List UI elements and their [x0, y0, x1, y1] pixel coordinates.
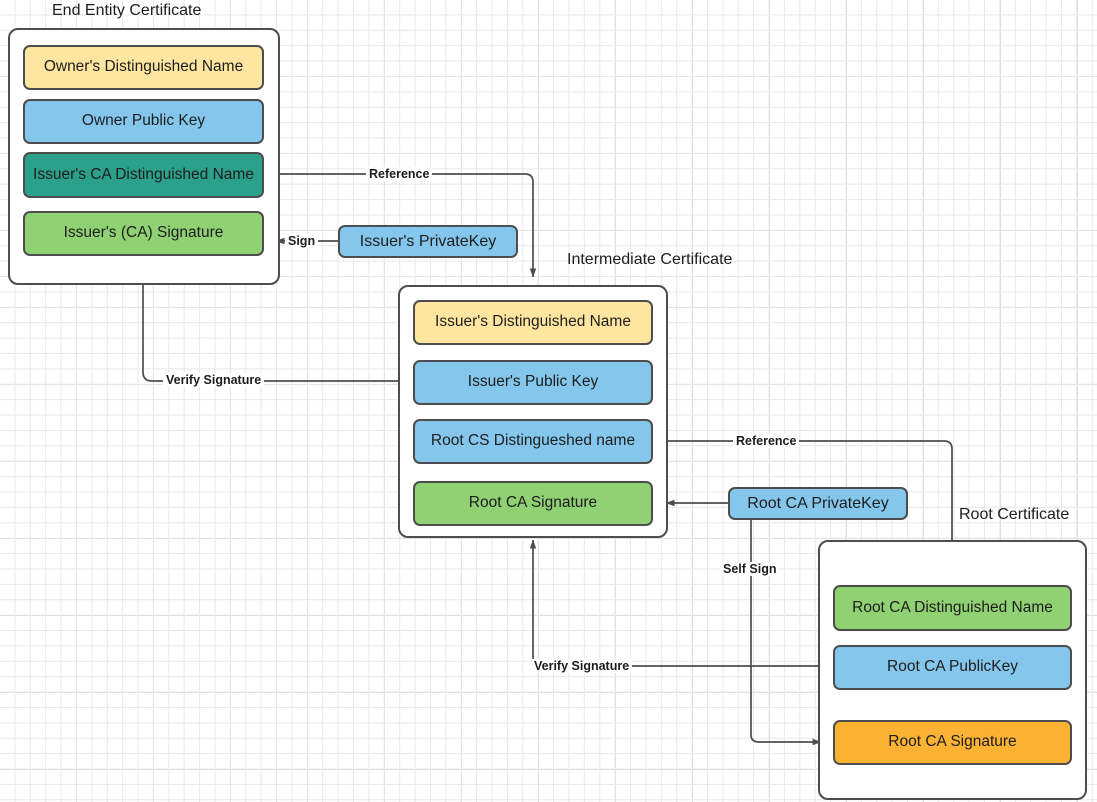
root-ca-private-key-box[interactable]: Root CA PrivateKey — [728, 487, 908, 520]
wire-verify-signature-intermediate — [529, 539, 832, 667]
root-certificate-title: Root Certificate — [959, 506, 1070, 523]
field-root-cs-distingueshed-name[interactable]: Root CS Distingueshed name — [413, 419, 653, 464]
edge-label-sign-end-entity: Sign — [285, 234, 319, 248]
field-issuer-ca-distinguished-name[interactable]: Issuer's CA Distinguished Name — [23, 152, 264, 198]
field-issuer-public-key[interactable]: Issuer's Public Key — [413, 360, 653, 405]
intermediate-certificate-title: Intermediate Certificate — [567, 251, 733, 268]
edge-label-self-sign-root: Self Sign — [720, 562, 780, 576]
edge-label-reference-intermediate-to-root: Reference — [733, 434, 800, 448]
edge-label-verify-signature-intermediate: Verify Signature — [531, 659, 633, 673]
field-root-ca-signature[interactable]: Root CA Signature — [833, 720, 1072, 765]
edge-label-reference-end-to-intermediate: Reference — [366, 167, 433, 181]
field-issuer-ca-signature[interactable]: Issuer's (CA) Signature — [23, 211, 264, 256]
field-root-ca-distinguished-name[interactable]: Root CA Distinguished Name — [833, 585, 1072, 631]
field-issuer-distinguished-name[interactable]: Issuer's Distinguished Name — [413, 300, 653, 345]
edge-label-verify-signature-end-entity: Verify Signature — [163, 373, 265, 387]
field-root-ca-public-key[interactable]: Root CA PublicKey — [833, 645, 1072, 690]
field-owner-distinguished-name[interactable]: Owner's Distinguished Name — [23, 45, 264, 90]
field-owner-public-key[interactable]: Owner Public Key — [23, 99, 264, 144]
field-intermediate-root-ca-signature[interactable]: Root CA Signature — [413, 481, 653, 526]
end-entity-certificate-title: End Entity Certificate — [52, 2, 202, 19]
issuer-private-key-box[interactable]: Issuer's PrivateKey — [338, 225, 518, 258]
wire-self-sign-root — [750, 520, 822, 746]
